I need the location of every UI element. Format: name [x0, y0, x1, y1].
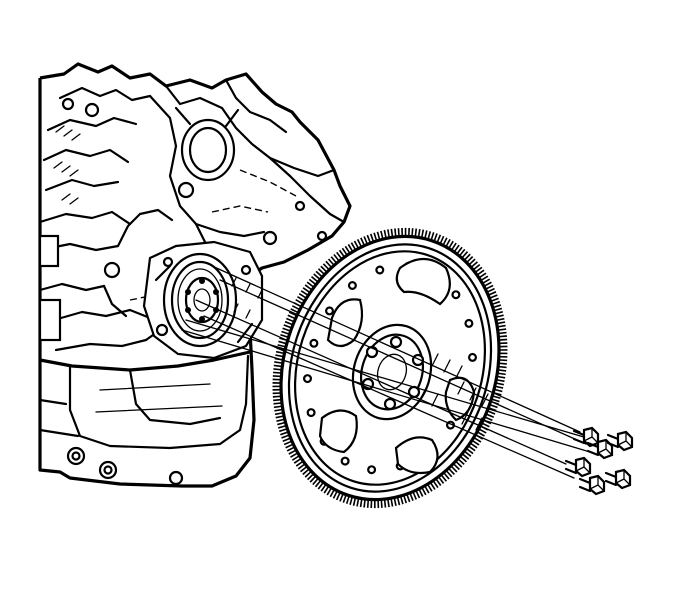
- flexplate-hole: [303, 374, 313, 384]
- flexplate-icon: [272, 227, 508, 509]
- alignment-lines: [181, 265, 595, 479]
- bolt-icon: [564, 456, 592, 478]
- flexplate-hole: [451, 290, 461, 300]
- flexplate-hole: [464, 318, 474, 328]
- bolt-icon: [606, 430, 634, 452]
- bolt-icon: [578, 474, 606, 496]
- flexplate-hole: [367, 465, 377, 475]
- flexplate-hole: [340, 456, 350, 466]
- crankshaft-flange-icon: [184, 276, 220, 324]
- flexplate-hole: [347, 281, 357, 291]
- engine-block-icon: [38, 62, 352, 488]
- flexplate-hole: [325, 306, 335, 316]
- flexplate-hole: [468, 352, 478, 362]
- flexplate-bolts: [564, 426, 634, 496]
- flexplate-hole: [375, 265, 385, 275]
- bolt-icon: [586, 438, 614, 460]
- bolt-icon: [604, 468, 632, 490]
- flexplate-hole: [306, 408, 316, 418]
- flexplate-hole: [309, 338, 319, 348]
